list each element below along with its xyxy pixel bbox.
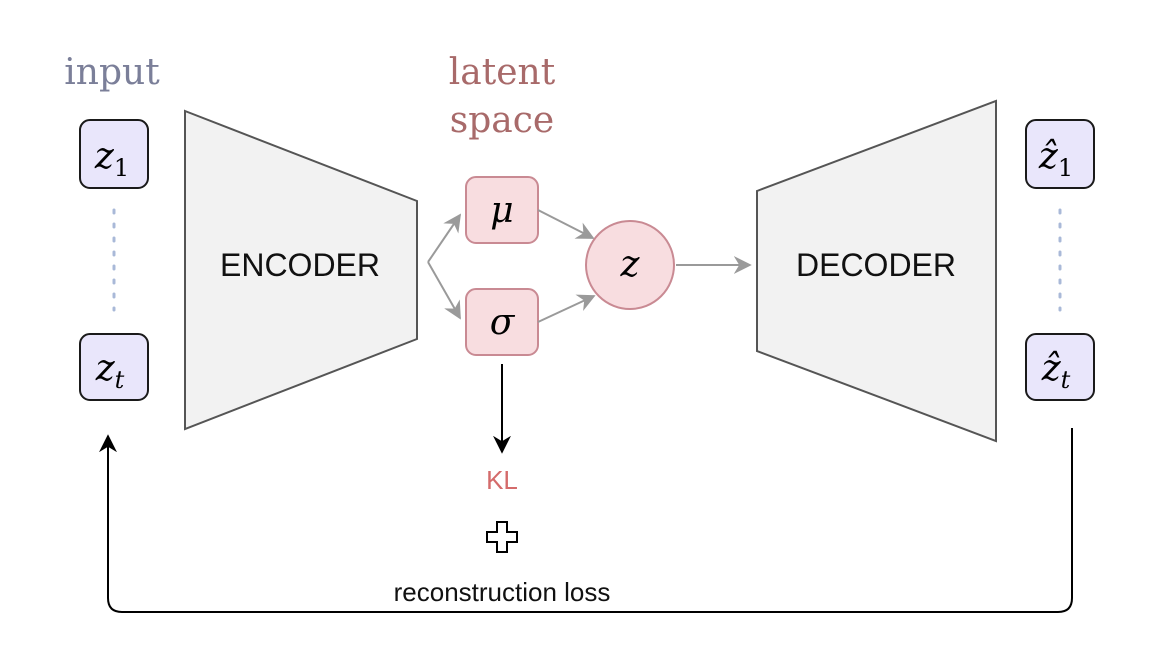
arrow-mu-to-z (537, 209, 595, 239)
sigma-node: σ (465, 288, 539, 356)
z-node: z (585, 220, 675, 310)
arrow-encoder-to-mu (427, 213, 462, 263)
input-first-base: z (94, 136, 115, 177)
mu-node: μ (465, 176, 539, 244)
input-label: input (64, 52, 160, 93)
latent-label-line2: space (450, 100, 554, 141)
encoder-block (184, 109, 418, 431)
input-last-base: z (95, 348, 116, 389)
arrow-sigma-to-z (537, 294, 596, 323)
reconstruction-loss-arrow (99, 428, 1073, 613)
output-last-base: ẑ (1041, 348, 1062, 389)
input-node-last: zt (79, 333, 149, 401)
input-last-sub: t (115, 366, 125, 394)
kl-label: KL (486, 465, 518, 495)
mu-symbol: μ (490, 190, 513, 231)
arrow-encoder-to-sigma (427, 261, 461, 320)
input-first-sub: 1 (114, 154, 129, 182)
decoder-label: DECODER (796, 247, 956, 283)
svg-text:ẑt: ẑt (1041, 348, 1071, 394)
output-last-sub: t (1061, 366, 1071, 394)
plus-icon (486, 521, 518, 553)
svg-text:zt: zt (95, 348, 125, 394)
output-first-base: ẑ (1038, 136, 1059, 177)
output-node-first: ẑ1 (1025, 119, 1095, 189)
output-node-last: ẑt (1025, 333, 1095, 401)
z-symbol: z (620, 244, 641, 285)
output-first-sub: 1 (1058, 154, 1073, 182)
sigma-symbol: σ (490, 302, 516, 343)
latent-label-line1: latent (449, 52, 556, 93)
decoder-block (756, 99, 997, 443)
svg-text:z1: z1 (94, 136, 129, 182)
svg-text:ẑ1: ẑ1 (1038, 136, 1073, 182)
input-node-first: z1 (79, 119, 149, 189)
reconstruction-loss-label: reconstruction loss (394, 577, 611, 607)
encoder-label: ENCODER (220, 247, 380, 283)
